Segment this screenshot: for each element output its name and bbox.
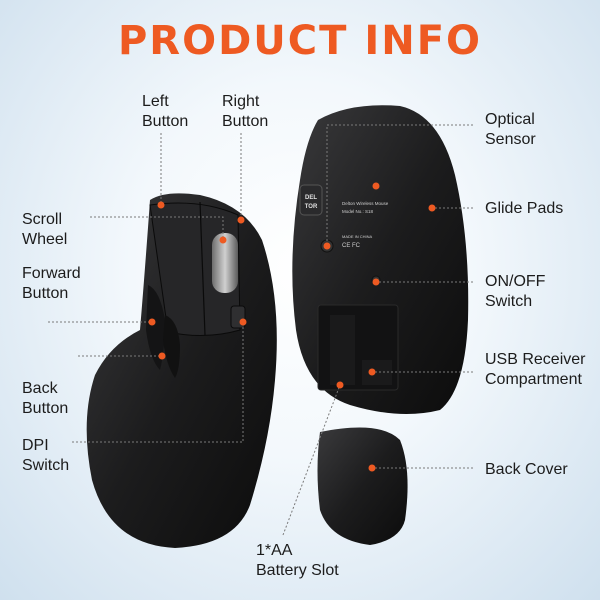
label-right-button: Right Button	[222, 93, 269, 130]
mouse-bottom-view: DEL TOR Delton Wireless Mouse Model No.:…	[292, 105, 469, 414]
label-left-button: Left Button	[142, 93, 189, 130]
scroll-wheel-part	[212, 233, 238, 293]
label-optical-sensor: Optical Sensor	[485, 111, 536, 148]
leader-lines	[48, 124, 473, 536]
made-in-text: MADE IN CHINA	[342, 234, 373, 239]
mouse-front-view	[86, 193, 277, 549]
label-battery-slot: 1*AA Battery Slot	[256, 542, 339, 579]
callout-dots	[148, 182, 436, 472]
label-back-button: Back Button	[22, 380, 69, 417]
label-on-off-switch: ON/OFF Switch	[485, 273, 546, 310]
label-back-cover: Back Cover	[485, 461, 568, 478]
label-scroll-wheel: Scroll Wheel	[22, 211, 68, 248]
back-cover-part	[317, 427, 408, 545]
product-name-text: Delton Wireless Mouse	[342, 201, 389, 206]
label-glide-pads: Glide Pads	[485, 200, 564, 217]
cert-marks-text: CE FC	[342, 243, 361, 249]
logo-bottom-text: TOR	[305, 204, 318, 210]
label-usb-receiver: USB Receiver Compartment	[485, 351, 586, 388]
label-dpi-switch: DPI Switch	[22, 437, 70, 474]
page-title: PRODUCT INFO	[117, 18, 483, 64]
logo-top-text: DEL	[305, 195, 317, 201]
model-text: Model No.: S18	[342, 209, 374, 214]
label-forward-button: Forward Button	[22, 265, 81, 302]
